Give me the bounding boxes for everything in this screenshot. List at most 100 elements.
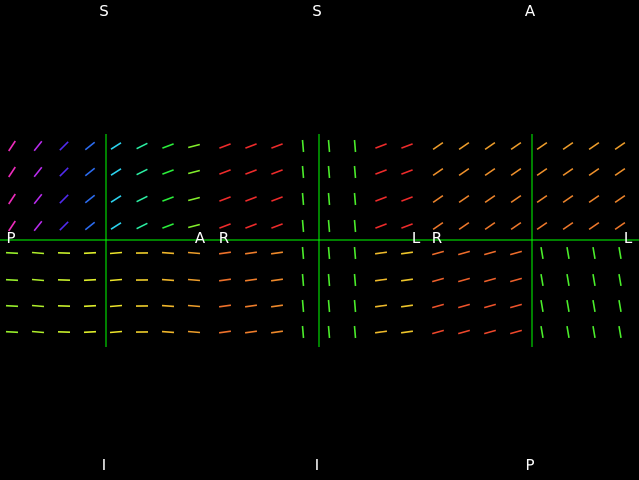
- field-glyph: [110, 195, 122, 203]
- field-glyph: [510, 194, 522, 204]
- field-glyph: [592, 246, 596, 260]
- field-glyph: [509, 277, 523, 283]
- field-glyph: [432, 167, 444, 177]
- field-glyph: [618, 246, 622, 260]
- field-glyph: [136, 222, 148, 230]
- field-glyph: [219, 196, 231, 202]
- coronal-right-label: L: [411, 229, 421, 247]
- field-glyph: [327, 165, 331, 179]
- field-glyph: [431, 329, 445, 335]
- field-glyph: [110, 168, 122, 176]
- field-glyph: [301, 325, 305, 339]
- sagittal-right-label: A: [194, 229, 206, 247]
- field-glyph: [458, 194, 470, 204]
- field-glyph: [401, 143, 413, 149]
- field-glyph: [109, 304, 123, 308]
- field-glyph: [614, 141, 626, 151]
- field-glyph: [484, 221, 496, 231]
- field-glyph: [540, 325, 544, 339]
- field-glyph: [218, 278, 232, 282]
- field-glyph: [509, 329, 523, 335]
- field-glyph: [540, 246, 544, 260]
- field-glyph: [109, 278, 123, 282]
- field-glyph: [431, 303, 445, 309]
- field-glyph: [562, 194, 574, 204]
- field-glyph: [271, 223, 283, 229]
- field-glyph: [219, 169, 231, 175]
- field-glyph: [592, 273, 596, 287]
- field-glyph: [33, 220, 43, 232]
- field-glyph: [245, 169, 257, 175]
- field-glyph: [457, 250, 471, 256]
- field-glyph: [161, 330, 175, 334]
- field-glyph: [432, 194, 444, 204]
- axial-right-label: L: [623, 229, 633, 247]
- panel-axial[interactable]: [431, 134, 626, 347]
- field-glyph: [375, 196, 387, 202]
- field-glyph: [218, 251, 232, 255]
- field-glyph: [458, 141, 470, 151]
- field-glyph: [566, 325, 570, 339]
- field-glyph: [83, 251, 97, 255]
- field-glyph: [327, 139, 331, 153]
- field-glyph: [588, 141, 600, 151]
- field-glyph: [59, 141, 69, 151]
- panel-sagittal[interactable]: [5, 134, 201, 347]
- field-glyph: [614, 194, 626, 204]
- field-glyph: [301, 139, 305, 153]
- field-glyph: [187, 304, 201, 308]
- field-glyph: [187, 143, 201, 149]
- field-glyph: [136, 168, 148, 176]
- field-glyph: [400, 304, 414, 308]
- field-glyph: [484, 141, 496, 151]
- field-glyph: [353, 246, 357, 260]
- field-glyph: [83, 304, 97, 308]
- sagittal-bottom-label: I: [101, 456, 107, 474]
- field-glyph: [353, 192, 357, 206]
- field-glyph: [161, 251, 175, 255]
- field-glyph: [83, 330, 97, 334]
- field-glyph: [109, 330, 123, 334]
- field-glyph: [540, 299, 544, 313]
- field-glyph: [562, 221, 574, 231]
- field-glyph: [8, 166, 16, 178]
- field-glyph: [540, 273, 544, 287]
- coronal-bottom-label: I: [314, 456, 320, 474]
- field-glyph: [562, 141, 574, 151]
- field-glyph: [84, 167, 96, 177]
- field-glyph: [270, 330, 284, 334]
- field-glyph: [8, 193, 16, 205]
- field-glyph: [8, 140, 16, 152]
- field-glyph: [457, 329, 471, 335]
- field-glyph: [271, 196, 283, 202]
- field-glyph: [33, 166, 43, 178]
- field-glyph: [588, 221, 600, 231]
- field-glyph: [353, 139, 357, 153]
- field-glyph: [483, 303, 497, 309]
- field-glyph: [353, 299, 357, 313]
- field-glyph: [536, 221, 548, 231]
- field-glyph: [375, 143, 387, 149]
- field-glyph: [483, 329, 497, 335]
- field-glyph: [614, 167, 626, 177]
- field-glyph: [301, 299, 305, 313]
- field-glyph: [161, 304, 175, 308]
- field-glyph: [327, 192, 331, 206]
- field-glyph: [162, 169, 174, 175]
- field-glyph: [33, 140, 43, 152]
- field-glyph: [59, 221, 69, 231]
- field-glyph: [432, 141, 444, 151]
- field-glyph: [401, 169, 413, 175]
- field-glyph: [8, 220, 16, 232]
- field-glyph: [244, 330, 258, 334]
- field-glyph: [84, 141, 96, 151]
- field-glyph: [432, 221, 444, 231]
- field-glyph: [484, 167, 496, 177]
- field-glyph: [161, 278, 175, 282]
- field-glyph: [483, 250, 497, 256]
- field-glyph: [219, 223, 231, 229]
- field-glyph: [218, 330, 232, 334]
- field-glyph: [374, 251, 388, 255]
